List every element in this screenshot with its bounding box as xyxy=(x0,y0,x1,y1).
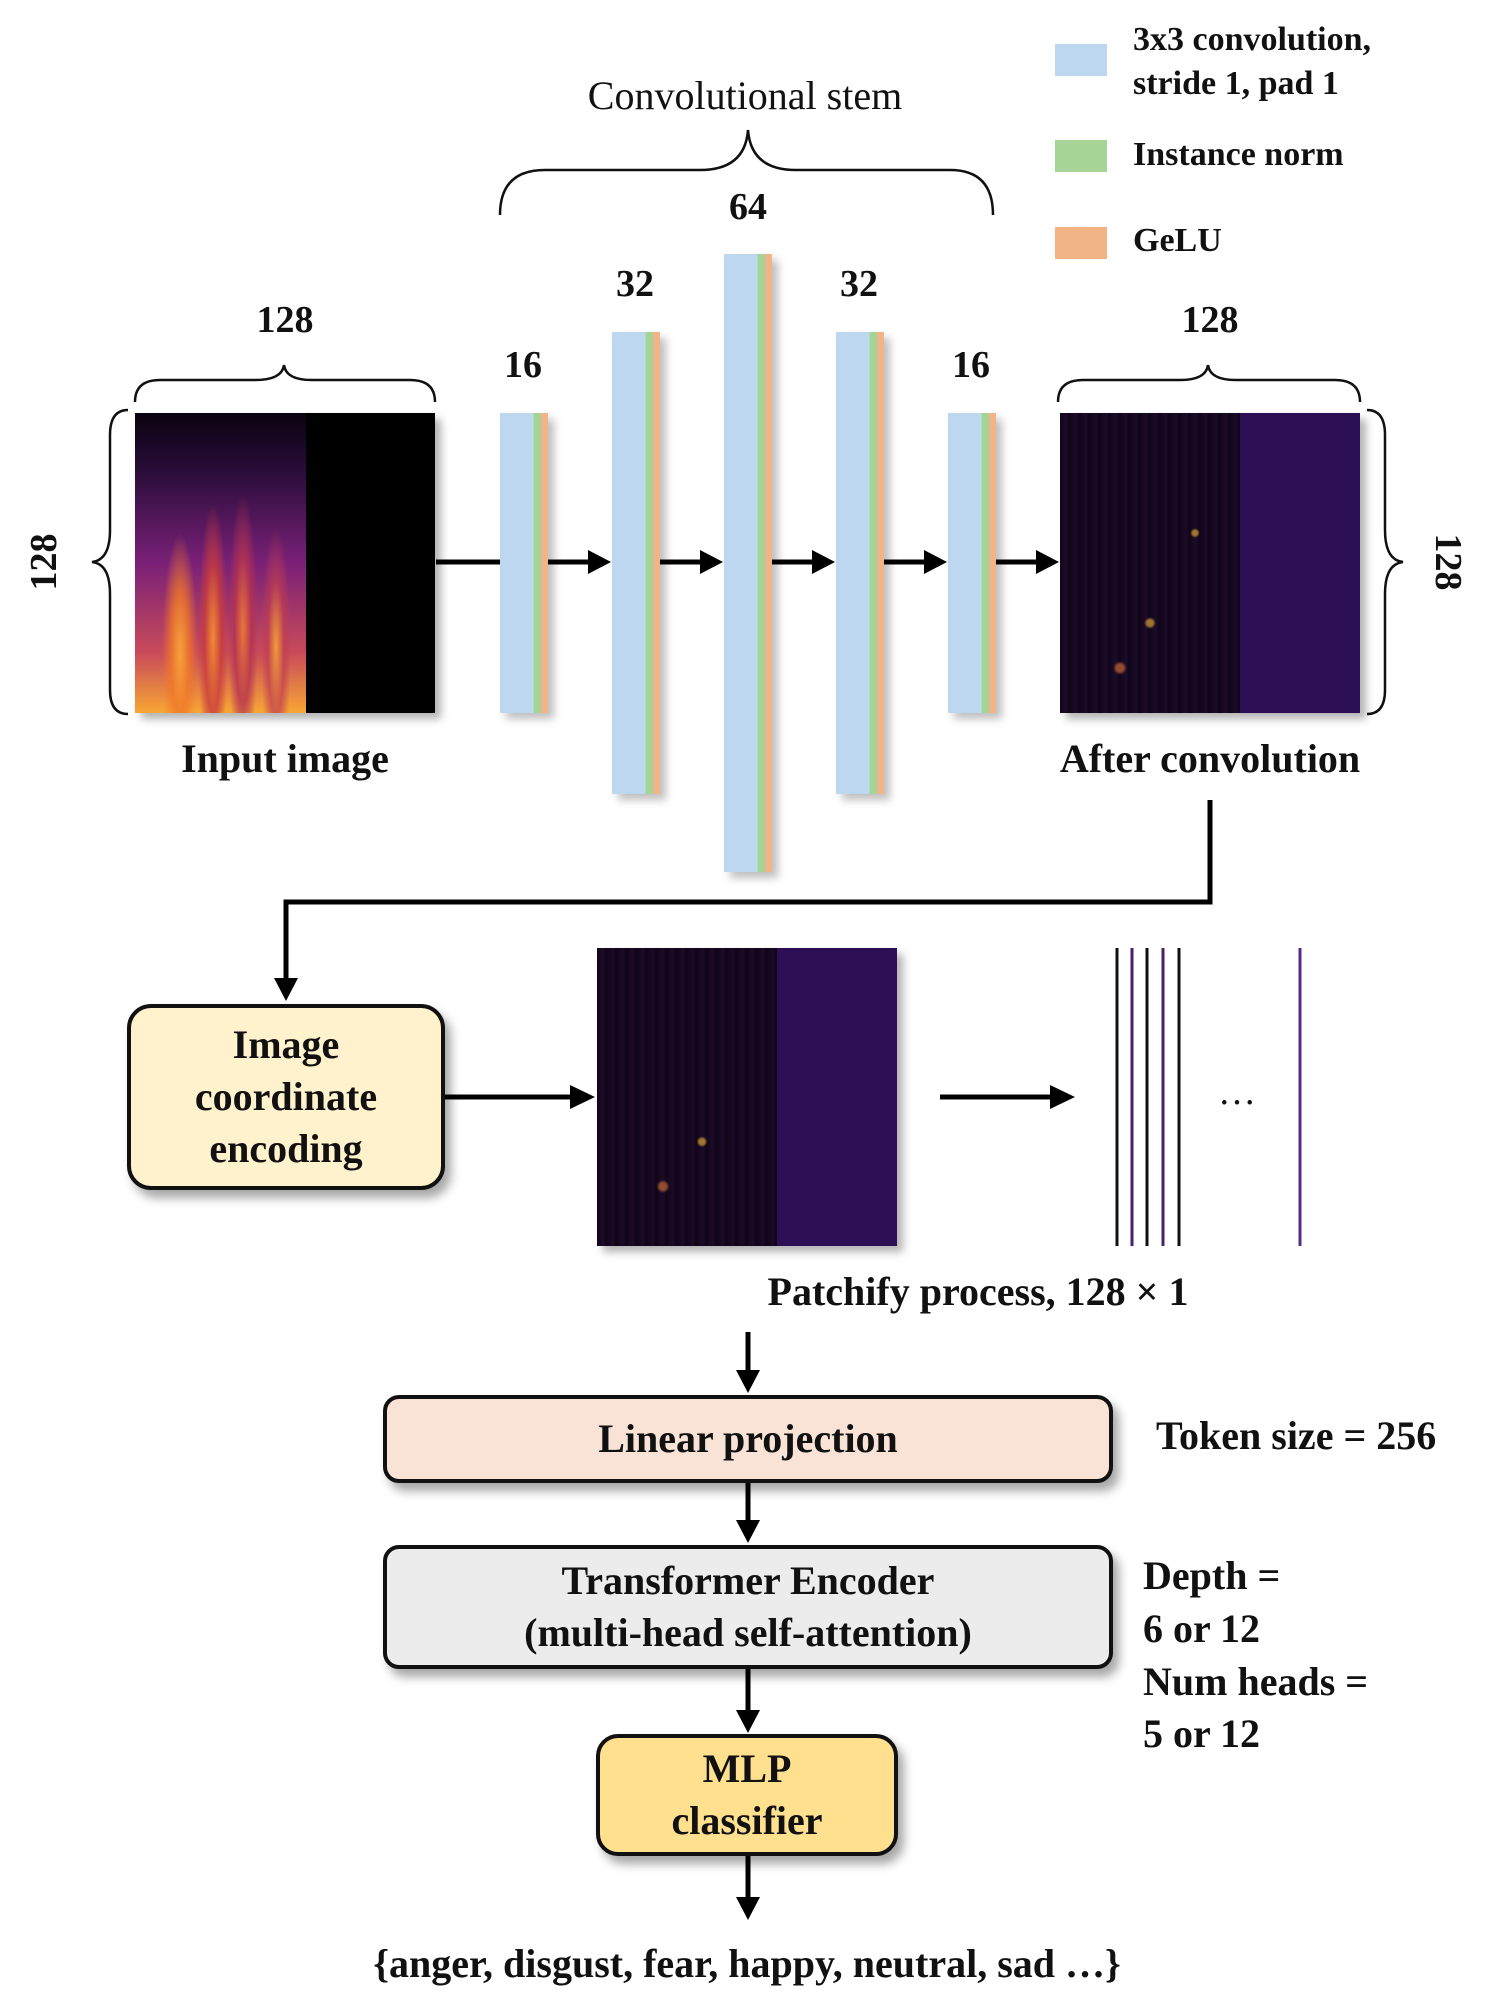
stem-brace xyxy=(498,129,995,216)
stem-channels-1: 16 xyxy=(504,344,542,386)
legend-swatch-norm xyxy=(1055,140,1107,172)
token-size-note: Token size = 256 xyxy=(1156,1413,1437,1458)
image-coordinate-encoding-label: Image coordinate encoding xyxy=(194,1022,378,1171)
mlp-classifier-box: MLP classifier xyxy=(596,1734,898,1856)
stem-block-3 xyxy=(724,254,772,872)
legend-label-gelu: GeLU xyxy=(1133,222,1222,259)
stem-channels-4: 32 xyxy=(840,263,878,305)
patch-strips xyxy=(1115,948,1302,1246)
linear-projection-label: Linear projection xyxy=(598,1416,898,1461)
mlp-classifier-label: MLP classifier xyxy=(671,1746,823,1843)
convolved-image xyxy=(597,948,897,1246)
encoder-config-note: Depth = 6 or 12 Num heads = 5 or 12 xyxy=(1143,1553,1369,1757)
transformer-encoder-box: Transformer Encoder (multi-head self-att… xyxy=(383,1545,1113,1669)
output-caption: After convolution xyxy=(1059,736,1361,781)
input-caption: Input image xyxy=(181,736,389,781)
linear-projection-box: Linear projection xyxy=(383,1395,1113,1483)
input-spectrogram xyxy=(135,413,435,713)
stem-channels-3: 64 xyxy=(729,186,767,228)
stem-title: Convolutional stem xyxy=(587,73,903,118)
image-coordinate-encoding-box: Image coordinate encoding xyxy=(127,1004,445,1190)
legend-label-norm: Instance norm xyxy=(1133,136,1344,173)
stem-block-5 xyxy=(948,413,996,713)
stem-block-4 xyxy=(836,332,884,794)
stem-channels-5: 16 xyxy=(952,344,990,386)
output-height-brace xyxy=(1366,408,1404,716)
stem-block-1 xyxy=(500,413,548,713)
emotion-classes: {anger, disgust, fear, happy, neutral, s… xyxy=(373,1941,1121,1986)
input-width-label: 128 xyxy=(256,299,314,341)
input-width-brace xyxy=(133,364,437,403)
output-feature-map xyxy=(1060,413,1360,713)
patch-ellipsis: … xyxy=(1218,1071,1256,1113)
input-height-label: 128 xyxy=(23,533,65,591)
input-height-brace xyxy=(91,408,129,716)
stem-channels-2: 32 xyxy=(616,263,654,305)
output-width-label: 128 xyxy=(1181,299,1239,341)
transformer-encoder-label: Transformer Encoder (multi-head self-att… xyxy=(524,1558,972,1655)
legend-swatch-gelu xyxy=(1055,227,1107,259)
legend-swatch-conv xyxy=(1055,44,1107,76)
patchify-caption: Patchify process, 128 × 1 xyxy=(767,1269,1189,1314)
legend-label-conv: 3x3 convolution, stride 1, pad 1 xyxy=(1133,21,1372,102)
output-height-label: 128 xyxy=(1427,533,1469,591)
stem-block-2 xyxy=(612,332,660,794)
output-width-brace xyxy=(1056,364,1362,403)
